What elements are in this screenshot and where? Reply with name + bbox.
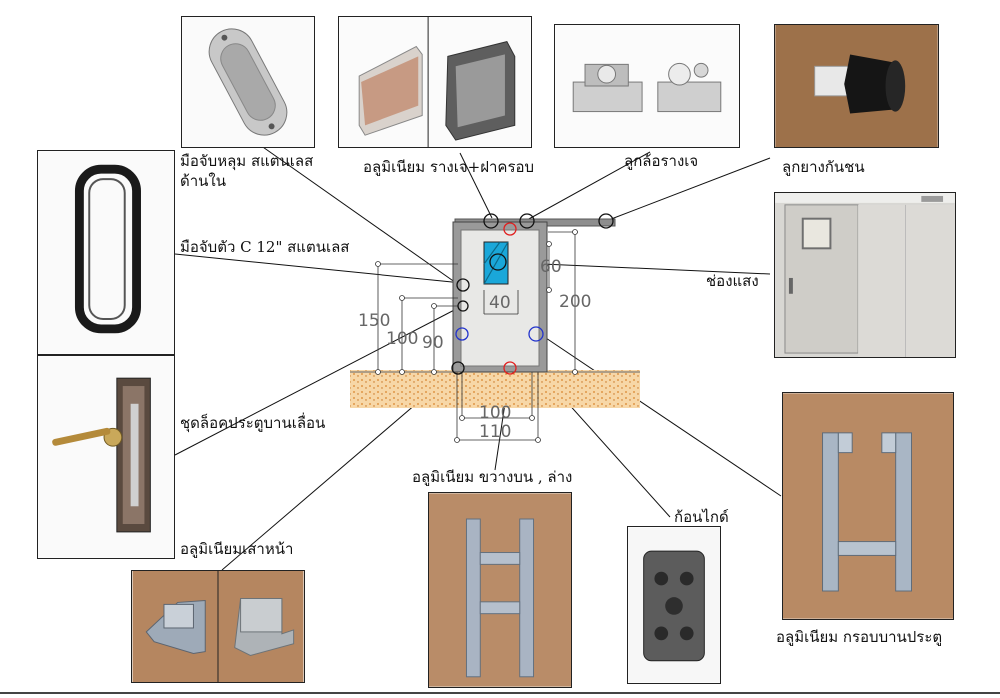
photo-aluminium-track-cover — [338, 16, 532, 148]
label-recessed-handle-line2: ด้านใน — [180, 172, 226, 190]
dim-100-bottom: 100 — [479, 403, 511, 423]
label-rubber-bumper: ลูกยางกันชน — [782, 158, 865, 176]
bottom-rule — [0, 692, 1000, 694]
photo-vision-panel — [774, 192, 956, 358]
photo-top-bottom-rail — [428, 492, 572, 688]
label-track-roller: ลูกล้อรางเจ — [624, 152, 699, 170]
label-top-bottom-rail: อลูมิเนียม ขวางบน , ล่าง — [412, 468, 573, 486]
floor-hatch — [350, 370, 640, 408]
label-guide-block: ก้อนไกด์ — [674, 508, 729, 526]
label-recessed-handle: มือจับหลุม สแตนเลส — [180, 152, 314, 170]
label-vision-panel: ช่องแสง — [706, 272, 759, 290]
photo-c-handle — [37, 150, 175, 355]
dim-110: 110 — [479, 422, 511, 442]
label-c-handle: มือจับตัว C 12" สแตนเลส — [180, 238, 350, 256]
leader-lines — [174, 144, 782, 571]
photo-rubber-bumper — [774, 24, 939, 148]
label-front-post: อลูมิเนียมเสาหน้า — [180, 540, 294, 558]
dimension-lines — [377, 231, 578, 441]
markers — [451, 213, 614, 375]
label-lock-set: ชุดล็อคประตูบานเลื่อน — [180, 414, 326, 432]
photo-guide-block — [627, 526, 721, 684]
dim-90: 90 — [422, 333, 444, 353]
photo-door-frame-profile — [782, 392, 954, 620]
dim-150: 150 — [358, 311, 390, 331]
photo-lock-set — [37, 355, 175, 559]
dim-60: 60 — [540, 257, 562, 277]
dim-200: 200 — [559, 292, 591, 312]
dim-100: 100 — [386, 329, 418, 349]
door-panel — [460, 229, 540, 367]
label-door-frame-profile: อลูมิเนียม กรอบบานประตู — [776, 628, 943, 646]
photo-recessed-handle — [181, 16, 315, 148]
photo-front-post — [131, 570, 305, 683]
dim-40: 40 — [489, 293, 511, 313]
label-aluminium-track-cover: อลูมิเนียม รางเจ+ฝาครอบ — [363, 158, 535, 176]
photo-track-roller — [554, 24, 740, 148]
